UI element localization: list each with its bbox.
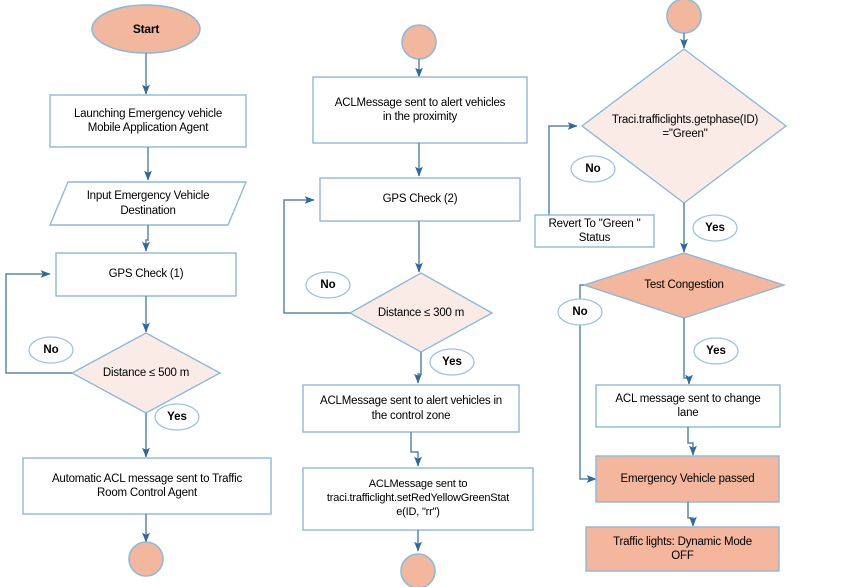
edge-label-bubble-yes-left: [154, 403, 200, 431]
edge-label-bubble-yes-congestion: [693, 337, 739, 365]
edge-no-distance-300: [283, 196, 350, 314]
node-gps-check-1[interactable]: [55, 252, 237, 297]
edge-label-bubble-yes-green: [692, 214, 738, 242]
edge-no-distance-500: [5, 270, 72, 374]
edge-label-no-distance-300: No: [320, 279, 336, 291]
edge-label-bubble-no-left: [28, 336, 74, 364]
node-change-lane[interactable]: [595, 384, 781, 428]
node-alert-proximity[interactable]: [312, 76, 528, 144]
edge-label-no-getphase: No: [585, 163, 601, 175]
edge-label-yes-distance-500: Yes: [167, 411, 187, 423]
edge-label-yes-distance-300: Yes: [442, 356, 462, 368]
node-set-red-yellow-green-state[interactable]: [302, 467, 534, 531]
node-input-destination[interactable]: [48, 181, 248, 226]
node-gps-check-2[interactable]: [319, 177, 521, 222]
edge-label-yes-getphase: Yes: [705, 222, 725, 234]
node-revert-green-status[interactable]: [534, 214, 655, 248]
edge-no-getphase: [548, 122, 578, 220]
node-test-congestion[interactable]: [581, 252, 787, 319]
edge-label-bubble-no-green: [570, 155, 616, 183]
edge-label-bubble-no-middle: [305, 271, 351, 299]
node-distance-300[interactable]: [348, 272, 494, 353]
node-end-left[interactable]: [128, 541, 164, 577]
node-dynamic-mode-off[interactable]: [585, 526, 780, 572]
edge-label-no-distance-500: No: [43, 344, 59, 356]
node-end-middle[interactable]: [400, 553, 436, 587]
node-alert-control-zone[interactable]: [302, 384, 520, 433]
edge-label-bubble-yes-middle: [429, 348, 475, 376]
edge-label-bubble-no-congestion: [557, 298, 603, 326]
node-distance-500[interactable]: [70, 332, 222, 414]
node-auto-acl-message[interactable]: [22, 457, 272, 515]
edge-label-no-congestion: No: [572, 306, 588, 318]
edge-label-yes-congestion: Yes: [706, 345, 726, 357]
node-launch-app[interactable]: [49, 94, 247, 148]
node-start-right[interactable]: [666, 0, 702, 34]
node-start-left[interactable]: [91, 4, 201, 54]
node-emergency-vehicle-passed[interactable]: [595, 455, 780, 503]
node-start-middle[interactable]: [401, 24, 437, 60]
edge-no-congestion: [579, 284, 597, 483]
